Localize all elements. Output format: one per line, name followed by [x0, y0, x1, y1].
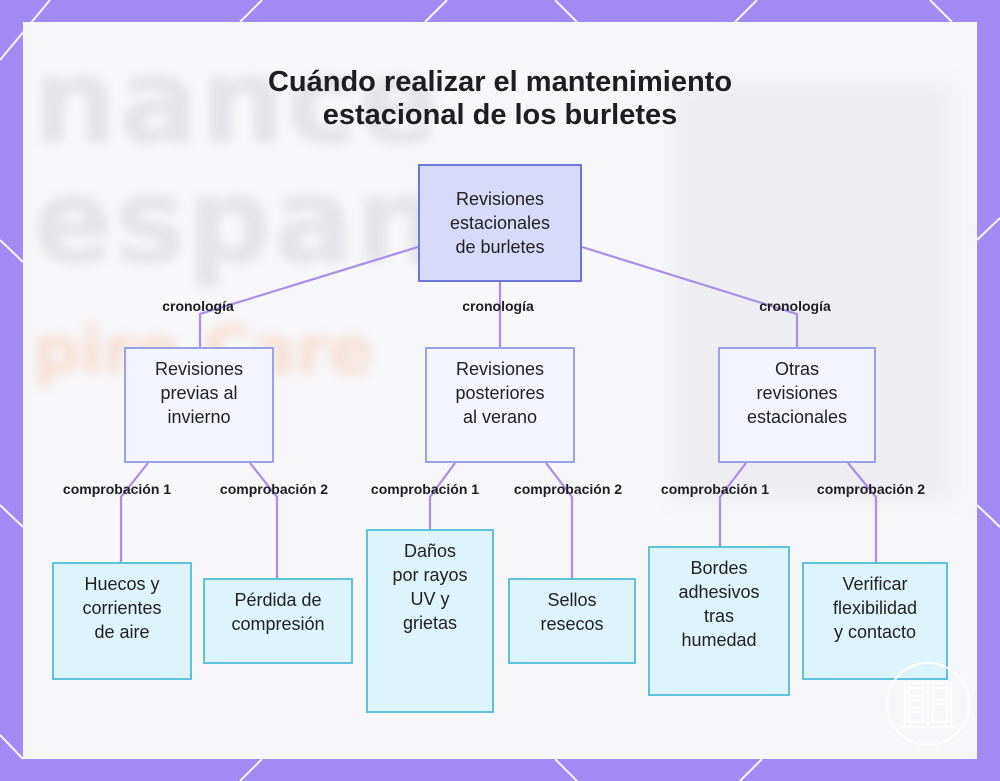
- check-node-label: Verificar flexibilidad y contacto: [833, 572, 917, 644]
- check-node: Bordes adhesivos tras humedad: [648, 546, 790, 696]
- root-node-label: Revisiones estacionales de burletes: [450, 187, 550, 259]
- root-node: Revisiones estacionales de burletes: [418, 164, 582, 282]
- edge-label-check-1: comprobación 1: [371, 481, 479, 497]
- edge-label-check-1: comprobación 1: [661, 481, 769, 497]
- connector-line: [848, 463, 876, 562]
- category-node-summer: Revisiones posteriores al verano: [425, 347, 575, 463]
- edge-label-timeline: cronología: [462, 298, 534, 314]
- edge-label-check-2: comprobación 2: [220, 481, 328, 497]
- check-node-label: Bordes adhesivos tras humedad: [678, 556, 759, 652]
- check-node: Huecos y corrientes de aire: [52, 562, 192, 680]
- category-node-label: Otras revisiones estacionales: [747, 357, 847, 429]
- edge-label-timeline: cronología: [162, 298, 234, 314]
- check-node: Daños por rayos UV y grietas: [366, 529, 494, 713]
- category-node-label: Revisiones posteriores al verano: [455, 357, 544, 429]
- connector-line: [720, 463, 746, 546]
- check-node: Sellos resecos: [508, 578, 636, 664]
- edge-label-check-2: comprobación 2: [817, 481, 925, 497]
- category-node-winter: Revisiones previas al invierno: [124, 347, 274, 463]
- check-node-label: Pérdida de compresión: [231, 588, 324, 636]
- connector-line: [121, 463, 148, 562]
- edge-label-check-2: comprobación 2: [514, 481, 622, 497]
- connector-line: [200, 247, 418, 347]
- edge-label-timeline: cronología: [759, 298, 831, 314]
- door-logo-icon: [885, 661, 971, 747]
- connector-line: [582, 247, 797, 347]
- edge-label-check-1: comprobación 1: [63, 481, 171, 497]
- category-node-other: Otras revisiones estacionales: [718, 347, 876, 463]
- check-node-label: Daños por rayos UV y grietas: [392, 539, 467, 635]
- check-node-label: Sellos resecos: [540, 588, 603, 636]
- category-node-label: Revisiones previas al invierno: [155, 357, 243, 429]
- check-node: Pérdida de compresión: [203, 578, 353, 664]
- check-node-label: Huecos y corrientes de aire: [82, 572, 161, 644]
